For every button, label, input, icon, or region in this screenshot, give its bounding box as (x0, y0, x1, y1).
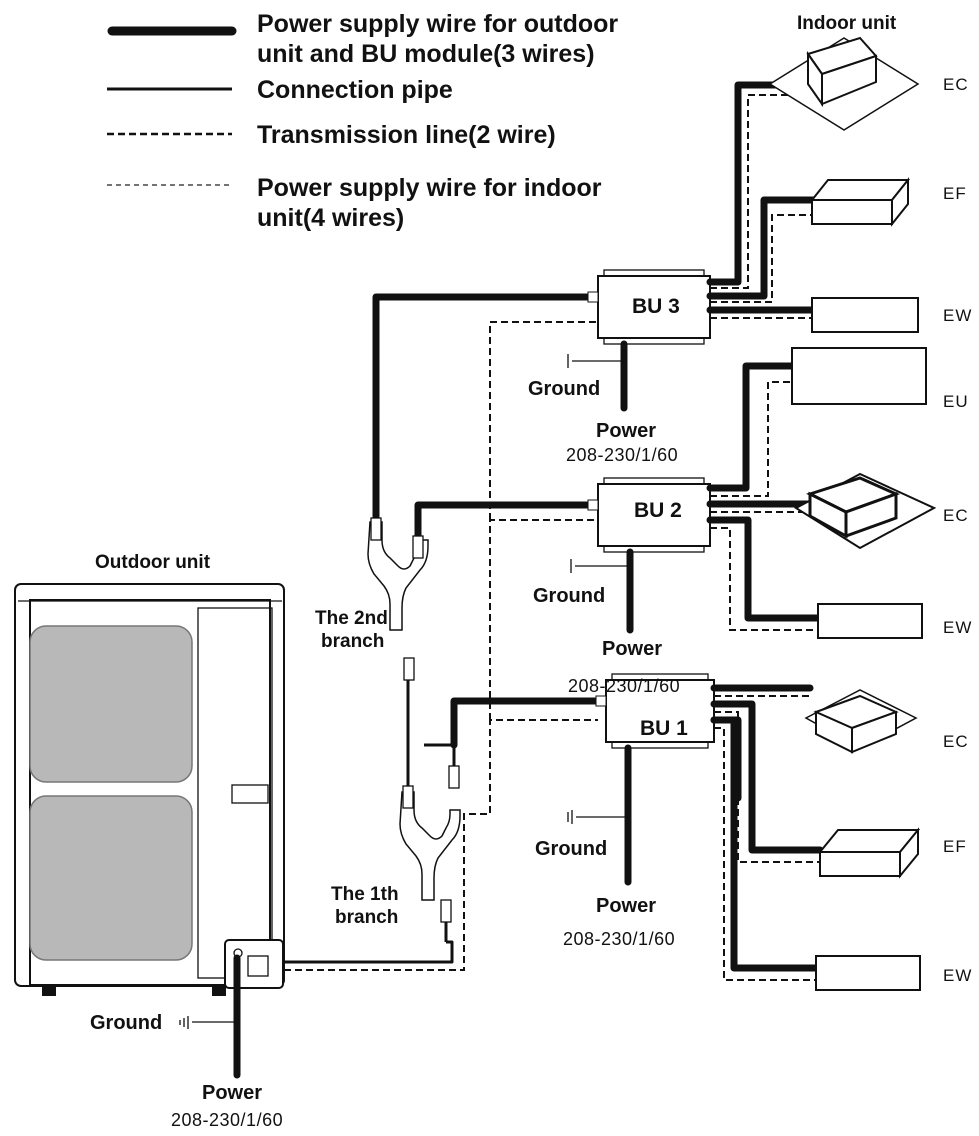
bu3-power-label: Power (596, 420, 657, 442)
bu3-module (587, 269, 711, 345)
bu2-voltage-label: 208-230/1/60 (568, 676, 681, 696)
outdoor-power-label: Power (202, 1082, 263, 1104)
bu3-label: BU 3 (632, 295, 680, 318)
bu1-indoor-wiring (710, 684, 824, 981)
first-branch-label-2: branch (335, 907, 399, 928)
legend (107, 26, 237, 186)
legend-label-pipe: Connection pipe (257, 76, 453, 104)
indoor-unit-bu1-ec (804, 689, 918, 754)
connection-pipes (284, 293, 602, 964)
outdoor-power-ground (179, 954, 241, 1079)
bu2-indoor-wiring (706, 362, 822, 631)
bu-power-ground (567, 340, 634, 886)
transmission-lines (284, 321, 598, 971)
outdoor-voltage-label: 208-230/1/60 (171, 1110, 284, 1130)
bu1-label: BU 1 (640, 717, 688, 740)
indoor-unit-bu2-ew (817, 603, 923, 639)
indoor-code-bu1-ef: EF (943, 837, 967, 856)
indoor-code-bu3-ef: EF (943, 184, 967, 203)
indoor-unit-header: Indoor unit (797, 13, 897, 34)
outdoor-ground-label: Ground (90, 1012, 163, 1034)
bu2-label: BU 2 (634, 499, 682, 522)
branch-joints (367, 517, 461, 923)
bu2-ground-label: Ground (533, 585, 606, 607)
second-branch-label-1: The 2nd (315, 608, 388, 629)
bu2-power-label: Power (602, 638, 663, 660)
bu1-voltage-label: 208-230/1/60 (563, 929, 676, 949)
first-branch-label-1: The 1th (331, 884, 399, 905)
bu3-voltage-label: 208-230/1/60 (566, 445, 679, 465)
indoor-code-bu1-ew: EW (943, 966, 973, 985)
indoor-code-bu2-ec: EC (943, 506, 969, 525)
bu1-ground-label: Ground (535, 838, 608, 860)
indoor-code-bu1-ec: EC (943, 732, 969, 751)
legend-label-power-indoor-2: unit(4 wires) (257, 204, 405, 232)
indoor-unit-bu3-ec (768, 36, 920, 131)
indoor-unit-bu1-ef (817, 827, 921, 879)
bu3-indoor-wiring (706, 81, 819, 319)
bu1-power-label: Power (596, 895, 657, 917)
outdoor-unit-header: Outdoor unit (95, 552, 211, 573)
indoor-unit-bu2-eu (791, 347, 927, 405)
indoor-unit-bu3-ew (811, 297, 919, 333)
legend-label-transmission: Transmission line(2 wire) (257, 121, 556, 149)
indoor-code-bu3-ew: EW (943, 306, 973, 325)
legend-label-power-outdoor-1: Power supply wire for outdoor (257, 10, 619, 38)
indoor-code-bu3-ec: EC (943, 75, 969, 94)
outdoor-unit (14, 583, 285, 996)
legend-label-power-outdoor-2: unit and BU module(3 wires) (257, 40, 595, 68)
bu2-module (587, 477, 711, 553)
indoor-unit-bu1-ew (815, 955, 921, 991)
indoor-unit-bu3-ef (809, 177, 911, 227)
second-branch-label-2: branch (321, 631, 385, 652)
bu3-ground-label: Ground (528, 378, 601, 400)
indoor-code-bu2-eu: EU (943, 392, 969, 411)
indoor-code-bu2-ew: EW (943, 618, 973, 637)
legend-label-power-indoor-1: Power supply wire for indoor (257, 174, 602, 202)
indoor-unit-bu2-ec (794, 472, 937, 550)
